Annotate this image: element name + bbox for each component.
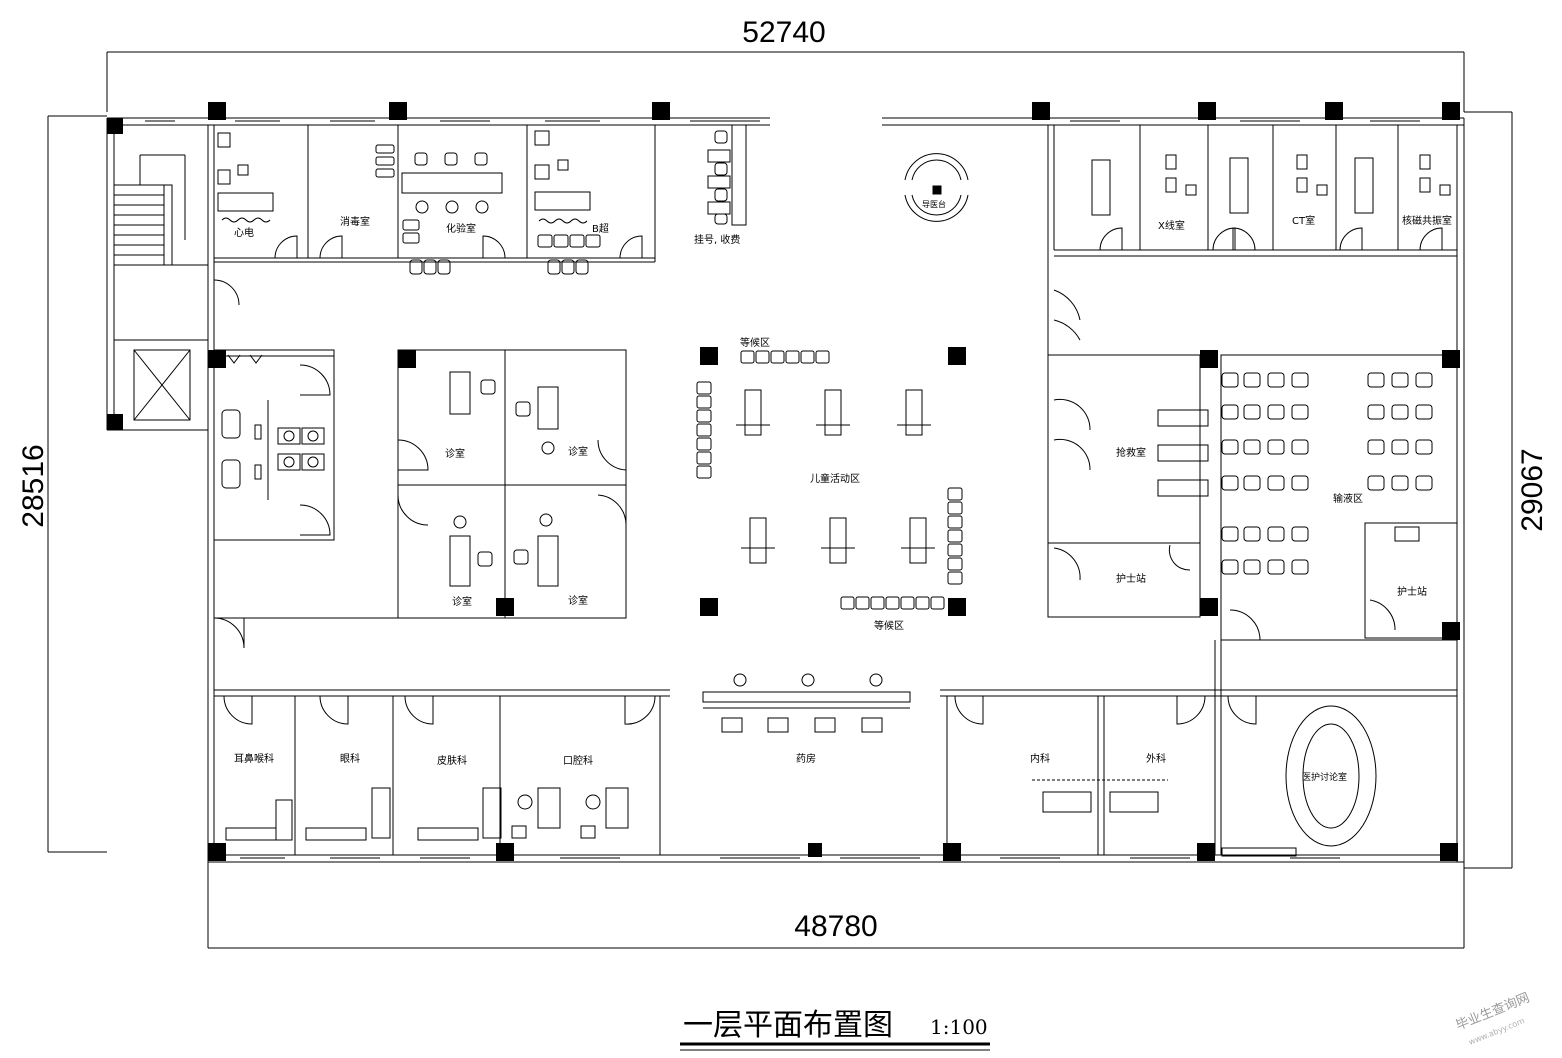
room-label-pharmacy: 药房: [796, 752, 816, 765]
restroom-block: [213, 279, 335, 541]
east-block: [1047, 354, 1458, 641]
room-label-disinfection: 消毒室: [340, 215, 370, 228]
room-label-lab: 化验室: [446, 222, 476, 235]
drawing-scale: 1:100: [930, 1015, 988, 1039]
room-label-waiting-top: 等候区: [740, 336, 770, 349]
room-label-internal: 内科: [1030, 752, 1050, 765]
room-label-emergency: 抢救室: [1116, 446, 1146, 459]
dimension-top: 52740: [742, 16, 825, 49]
room-label-waiting-bottom: 等候区: [874, 619, 904, 632]
room-label-exam4: 诊室: [568, 594, 588, 607]
dimension-lines: [47, 51, 1513, 949]
room-label-nurse-right: 护士站: [1397, 585, 1427, 598]
top-right-rooms: [1047, 125, 1457, 355]
infusion-chairs: [1221, 372, 1433, 575]
room-label-surgery: 外科: [1146, 752, 1166, 765]
room-label-mri: 核磁共振室: [1402, 214, 1452, 227]
room-label-dental: 口腔科: [563, 754, 593, 767]
pillars: [107, 102, 1460, 861]
room-label-dermatology: 皮肤科: [437, 754, 467, 767]
room-label-exam2: 诊室: [568, 445, 588, 458]
drawing-title: 一层平面布置图: [683, 1008, 893, 1043]
room-label-registration: 挂号, 收费: [694, 233, 740, 246]
stair-elevator: [113, 154, 209, 431]
room-label-exam3: 诊室: [452, 595, 472, 608]
room-label-xray: X线室: [1158, 219, 1185, 232]
room-label-ophthalmology: 眼科: [340, 752, 360, 765]
kids-area-shapes: [696, 350, 963, 610]
room-label-guide-desk: 导医台: [922, 199, 946, 209]
dimension-bottom: 48780: [794, 910, 877, 943]
room-label-ct: CT室: [1292, 214, 1315, 227]
dimension-left: 28516: [17, 444, 50, 527]
exam-rooms: [213, 349, 627, 649]
room-label-nurse-left: 护士站: [1116, 572, 1146, 585]
room-label-meeting: 医护讨论室: [1302, 771, 1347, 783]
room-label-ecg: 心电: [234, 226, 254, 239]
top-left-rooms: [214, 124, 747, 275]
room-label-exam1: 诊室: [445, 447, 465, 460]
guide-desk-shape: [904, 153, 969, 222]
room-label-infusion: 输液区: [1333, 492, 1363, 505]
room-label-ent: 耳鼻喉科: [234, 752, 274, 765]
bottom-rooms: [223, 673, 1377, 857]
dimension-right: 29067: [1516, 448, 1549, 531]
exterior-walls: [106, 117, 1465, 868]
room-label-bultrasound: B超: [592, 222, 609, 235]
corridor: [214, 617, 1457, 855]
room-label-kids-area: 儿童活动区: [810, 472, 860, 485]
